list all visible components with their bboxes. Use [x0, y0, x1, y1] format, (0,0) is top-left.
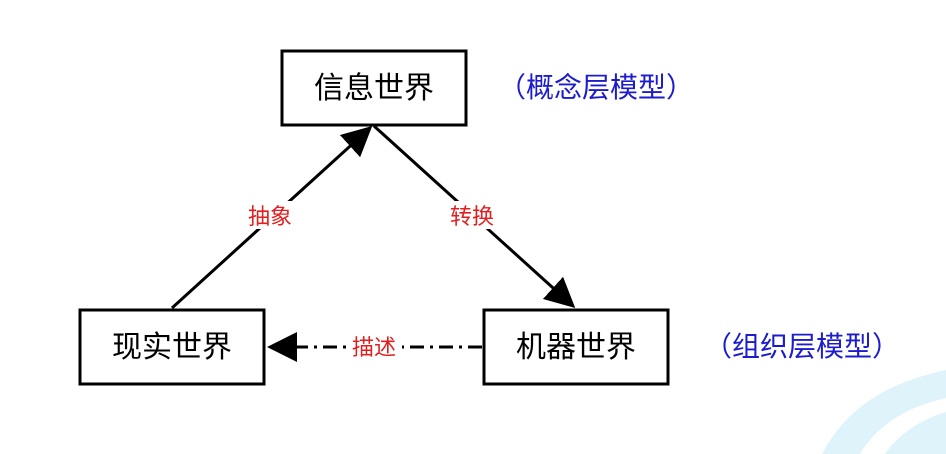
description-label: 描述 [352, 336, 396, 361]
machine-world-node: 机器世界 [482, 308, 670, 386]
abstraction-label: 抽象 [248, 205, 292, 230]
conversion-label: 转换 [450, 205, 494, 230]
decorative-swoosh [822, 370, 946, 454]
real-world-box [78, 308, 266, 386]
description-label-bg [346, 333, 402, 361]
machine-world-box [482, 308, 670, 386]
real-world-label: 现实世界 [112, 330, 232, 365]
organizational-model-note: （组织层模型） [704, 330, 900, 363]
info-world-box [280, 49, 468, 127]
conversion-label-bg [446, 201, 498, 229]
conceptual-model-note: （概念层模型） [498, 71, 694, 104]
info-world-node: 信息世界 [280, 49, 468, 127]
machine-world-label: 机器世界 [516, 330, 636, 365]
real-world-node: 现实世界 [78, 308, 266, 386]
abstraction-label-bg [244, 201, 296, 229]
info-world-label: 信息世界 [314, 71, 434, 106]
